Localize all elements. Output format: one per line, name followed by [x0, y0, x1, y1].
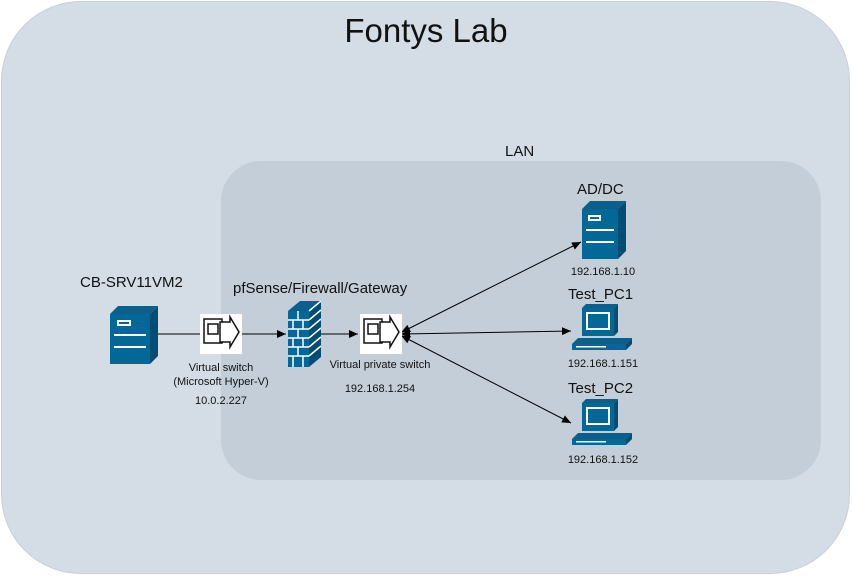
link-privswitch-addc — [401, 241, 582, 333]
firewall-icon — [288, 301, 321, 367]
vswitch-label-line1: Virtual switch — [188, 362, 254, 374]
vswitch-ip: 10.0.2.227 — [195, 395, 247, 407]
vswitch-label-line2: (Microsoft Hyper-V) — [173, 376, 269, 388]
test-pc1-ip: 192.168.1.151 — [567, 358, 639, 370]
switch-icon — [200, 314, 242, 354]
test-pc1-name: Test_PC1 — [568, 286, 634, 303]
private-switch-label: Virtual private switch — [329, 359, 431, 371]
test-pc2-name: Test_PC2 — [568, 380, 634, 397]
test-pc2-desktop-icon — [572, 399, 632, 445]
private-switch-ip: 192.168.1.254 — [344, 383, 416, 395]
diagram-title: Fontys Lab — [344, 12, 508, 49]
addc-name: AD/DC — [577, 181, 624, 198]
private-switch-icon — [360, 314, 402, 354]
addc-server-icon — [582, 201, 626, 259]
link-privswitch-pc2 — [401, 335, 572, 424]
test-pc1-desktop-icon — [572, 304, 632, 350]
lan-label: LAN — [505, 143, 535, 160]
test-pc2-ip: 192.168.1.152 — [567, 454, 639, 466]
host-name: CB-SRV11VM2 — [80, 274, 183, 291]
addc-ip: 192.168.1.10 — [570, 266, 636, 278]
link-privswitch-pc1 — [401, 327, 572, 338]
server-icon — [110, 306, 158, 364]
firewall-name: pfSense/Firewall/Gateway — [233, 280, 408, 297]
